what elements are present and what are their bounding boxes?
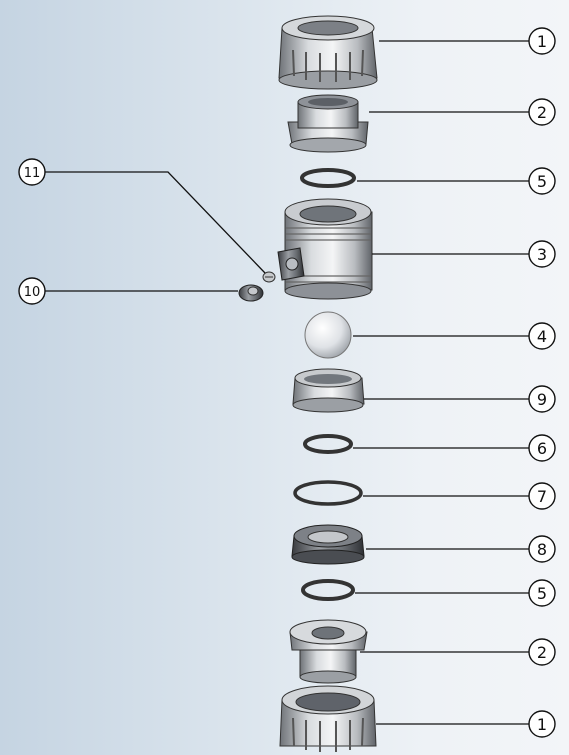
callout-5-top: 5	[528, 167, 556, 195]
end-connector-bottom	[289, 619, 368, 684]
callout-6: 6	[528, 434, 556, 462]
svg-text:1: 1	[537, 715, 547, 734]
callout-5-bottom: 5	[528, 579, 556, 607]
svg-text:4: 4	[537, 327, 547, 346]
o-ring-7	[293, 480, 363, 506]
ball-4	[304, 311, 352, 359]
callout-7: 7	[528, 482, 556, 510]
svg-text:8: 8	[537, 540, 547, 559]
union-nut-top	[278, 15, 378, 90]
svg-text:5: 5	[537, 172, 547, 191]
callout-2-bottom: 2	[528, 638, 556, 666]
o-ring-5-bottom	[301, 579, 355, 601]
svg-text:10: 10	[24, 285, 41, 300]
svg-text:3: 3	[537, 245, 547, 264]
end-connector-top	[287, 94, 369, 153]
small-screw-11	[262, 271, 276, 283]
svg-text:2: 2	[537, 103, 547, 122]
svg-text:5: 5	[537, 584, 547, 603]
svg-text:1: 1	[537, 32, 547, 51]
callout-9: 9	[528, 385, 556, 413]
svg-text:11: 11	[24, 166, 41, 181]
side-cap-10	[238, 284, 264, 302]
svg-text:9: 9	[537, 390, 547, 409]
valve-body	[277, 198, 373, 300]
leader-lines	[45, 40, 529, 725]
callout-11: 11	[18, 158, 46, 186]
o-ring-6	[303, 434, 353, 454]
callout-1-bottom: 1	[528, 710, 556, 738]
callout-2-top: 2	[528, 98, 556, 126]
o-ring-5-top	[300, 168, 356, 188]
callout-1-top: 1	[528, 27, 556, 55]
svg-text:2: 2	[537, 643, 547, 662]
callout-4: 4	[528, 322, 556, 350]
callout-3: 3	[528, 240, 556, 268]
union-nut-bottom	[279, 685, 377, 752]
seat-carrier-8	[291, 524, 365, 565]
callout-10: 10	[18, 277, 46, 305]
leader-line-11	[45, 171, 266, 274]
svg-text:6: 6	[537, 439, 547, 458]
ball-seat-9	[292, 368, 365, 413]
svg-text:7: 7	[537, 487, 547, 506]
callout-8: 8	[528, 535, 556, 563]
